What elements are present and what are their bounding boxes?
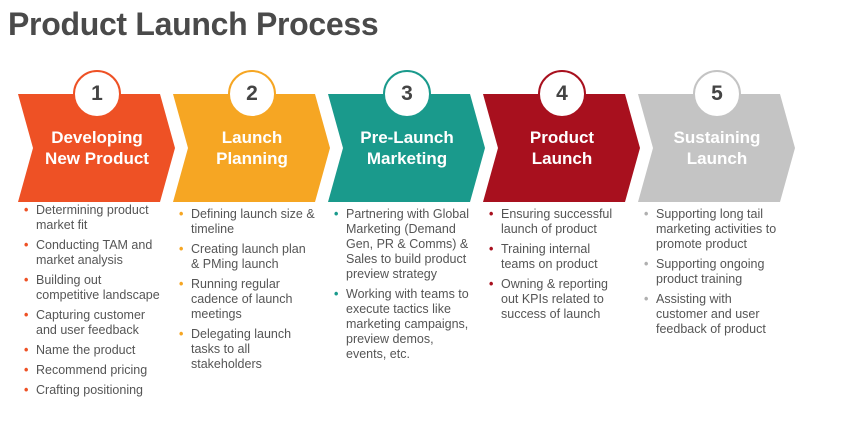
bullet-text: Delegating launch tasks to all stakehold… (191, 327, 292, 371)
bullet-item: • Working with teams to execute tactics l… (332, 287, 472, 362)
bullet-icon: • (489, 277, 494, 291)
step-heading-line: Launch (686, 149, 748, 168)
bullet-text: Crafting positioning (36, 383, 144, 397)
bullet-text: Owning & reporting out KPIs related to s… (501, 277, 609, 321)
bullet-icon: • (644, 207, 649, 221)
step-number-circle (538, 70, 586, 118)
step-heading-line: New Product (45, 149, 149, 168)
bullet-icon: • (179, 277, 184, 291)
bullet-item: • Creating launch plan & PMing launch (177, 242, 317, 272)
step-number-circle (73, 70, 121, 118)
step-heading-line: Pre-Launch (360, 128, 454, 147)
step-bullet-list: • Ensuring successful launch of product • T… (487, 207, 627, 327)
bullet-icon: • (24, 203, 29, 217)
bullet-text: Working with teams to execute tactics li… (346, 287, 469, 361)
bullet-icon: • (489, 207, 494, 221)
bullet-icon: • (179, 207, 184, 221)
step-heading-line: Sustaining (673, 128, 761, 147)
bullet-icon: • (24, 383, 29, 397)
bullet-icon: • (179, 327, 184, 341)
bullet-item: • Capturing customer and user feedback (22, 308, 162, 338)
bullet-item: • Training internal teams on product (487, 242, 627, 272)
bullet-text: Training internal teams on product (501, 242, 598, 271)
bullet-icon: • (334, 207, 339, 221)
step-number: 4 (556, 82, 568, 105)
bullet-icon: • (489, 242, 494, 256)
bullet-text: Capturing customer and user feedback (36, 308, 146, 337)
bullet-icon: • (644, 292, 649, 306)
step-number-circle (693, 70, 741, 118)
step-heading-line: Marketing (366, 149, 448, 168)
step-number-circle (383, 70, 431, 118)
step-bullet-list: • Partnering with Global Marketing (Deman… (332, 207, 472, 367)
chevron-step-3 (328, 94, 485, 202)
step-bullet-list: • Supporting long tail marketing activiti… (642, 207, 782, 342)
bullet-text: Creating launch plan & PMing launch (191, 242, 306, 271)
bullet-item: • Supporting long tail marketing activiti… (642, 207, 782, 252)
chevron-step-4 (483, 94, 640, 202)
bullet-text: Name the product (36, 343, 136, 357)
bullet-item: • Building out competitive landscape (22, 273, 162, 303)
bullet-text: Defining launch size & timeline (191, 207, 315, 236)
bullet-icon: • (24, 343, 29, 357)
step-bullet-list: • Defining launch size & timeline • Creatin… (177, 207, 317, 377)
bullet-item: • Supporting ongoing product training (642, 257, 782, 287)
bullet-item: • Recommend pricing (22, 363, 162, 378)
step-number-circle (228, 70, 276, 118)
bullet-item: • Assisting with customer and user feedba… (642, 292, 782, 337)
step-number: 1 (91, 82, 103, 105)
bullet-text: Assisting with customer and user feedbac… (656, 292, 766, 336)
bullet-icon: • (24, 308, 29, 322)
bullet-item: • Delegating launch tasks to all stakehol… (177, 327, 317, 372)
step-number: 2 (246, 82, 258, 105)
bullet-item: • Owning & reporting out KPIs related to … (487, 277, 627, 322)
bullet-item: • Ensuring successful launch of product (487, 207, 627, 237)
bullet-text: Determining product market fit (36, 203, 149, 232)
bullet-icon: • (24, 363, 29, 377)
step-heading-line: Launch (531, 149, 593, 168)
chevron-step-2 (173, 94, 330, 202)
step-bullet-list: • Determining product market fit • Conducti… (22, 203, 162, 403)
bullet-text: Supporting long tail marketing activitie… (656, 207, 777, 251)
page-title: Product Launch Process (8, 6, 379, 42)
bullet-text: Ensuring successful launch of product (501, 207, 613, 236)
bullet-icon: • (179, 242, 184, 256)
bullet-text: Building out competitive landscape (36, 273, 160, 302)
step-heading-line: Developing (51, 128, 143, 147)
step-number: 3 (401, 82, 413, 105)
bullet-icon: • (334, 287, 339, 301)
step-heading-line: Product (529, 128, 595, 147)
bullet-item: • Determining product market fit (22, 203, 162, 233)
bullet-text: Recommend pricing (36, 363, 148, 377)
bullet-item: • Defining launch size & timeline (177, 207, 317, 237)
bullet-item: • Crafting positioning (22, 383, 162, 398)
bullet-item: • Partnering with Global Marketing (Deman… (332, 207, 472, 282)
bullet-text: Partnering with Global Marketing (Demand… (346, 207, 469, 281)
bullet-icon: • (24, 238, 29, 252)
bullet-icon: • (644, 257, 649, 271)
bullet-text: Supporting ongoing product training (656, 257, 765, 286)
bullet-item: • Name the product (22, 343, 162, 358)
chevron-step-1 (18, 94, 175, 202)
bullet-text: Running regular cadence of launch meetin… (191, 277, 293, 321)
step-heading-line: Launch (221, 128, 283, 147)
bullet-item: • Conducting TAM and market analysis (22, 238, 162, 268)
bullet-text: Conducting TAM and market analysis (36, 238, 153, 267)
bullet-icon: • (24, 273, 29, 287)
step-number: 5 (711, 82, 723, 105)
chevron-step-5 (638, 94, 795, 202)
bullet-item: • Running regular cadence of launch meeti… (177, 277, 317, 322)
step-heading-line: Planning (216, 149, 288, 168)
